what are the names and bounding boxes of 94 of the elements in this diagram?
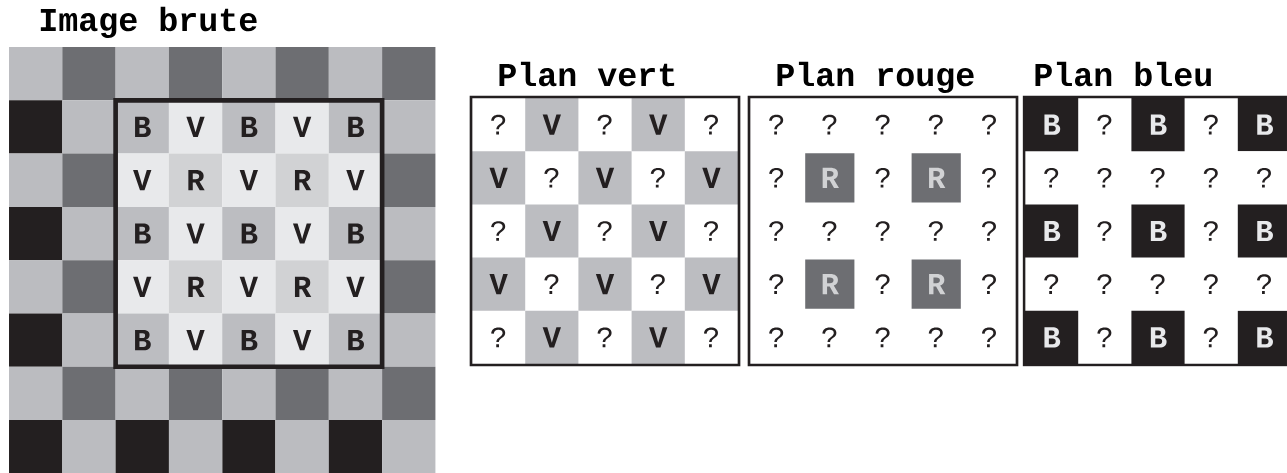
question-mark: ? [769, 274, 784, 294]
grid-cell: B [1237, 98, 1287, 152]
grid-cell: B [1131, 310, 1185, 364]
grid-cell: V [578, 151, 632, 205]
question-mark: ? [703, 327, 718, 348]
grid-cell: B [1025, 204, 1079, 258]
question-mark: ? [544, 167, 559, 188]
grid-cell: V [631, 98, 685, 152]
label: Plan vert [499, 61, 675, 87]
label: Plan rouge [777, 61, 974, 94]
question-mark: ? [769, 114, 784, 135]
question-mark: ? [822, 221, 837, 241]
grid-cell: B [1131, 204, 1185, 258]
question-mark: ? [1097, 327, 1112, 348]
question-mark: ? [1150, 274, 1165, 294]
question-mark: ? [769, 327, 784, 348]
question-mark: ? [928, 327, 943, 348]
question-mark: ? [1203, 274, 1218, 294]
question-mark: ? [981, 274, 996, 294]
grid-cell: V [328, 260, 383, 314]
question-mark: ? [1150, 167, 1165, 188]
question-mark: ? [875, 114, 890, 135]
grid-cell: V [472, 257, 526, 311]
question-mark: ? [1044, 167, 1059, 188]
question-mark: ? [875, 221, 890, 241]
question-mark: ? [1097, 167, 1112, 188]
question-mark: ? [981, 221, 996, 241]
question-mark: ? [1097, 274, 1112, 294]
question-mark: ? [822, 327, 837, 348]
question-mark: ? [703, 221, 718, 241]
question-mark: ? [1256, 167, 1271, 188]
question-mark: ? [1203, 167, 1218, 188]
grid-cell: V [684, 257, 738, 311]
grid-cell: V [684, 151, 738, 205]
grid-cell: V [525, 204, 579, 258]
grid-cell: R [805, 259, 855, 309]
question-mark: ? [928, 114, 943, 135]
grid-cell: R [805, 153, 855, 203]
grid-cell: B [1237, 310, 1287, 364]
question-mark: ? [875, 274, 890, 294]
grid-cell: R [911, 153, 961, 203]
grid-cell: B [222, 313, 276, 367]
question-mark: ? [1203, 327, 1218, 348]
question-mark: ? [597, 327, 612, 348]
label: Plan bleu [1035, 61, 1211, 87]
question-mark: ? [597, 114, 612, 135]
question-mark: ? [650, 167, 665, 188]
grid-cell: R [275, 260, 329, 314]
grid-cell: B [1237, 204, 1287, 258]
question-mark: ? [822, 114, 837, 135]
grid-cell: B [1025, 310, 1079, 364]
grid-cell: V [472, 151, 526, 205]
question-mark: ? [981, 327, 996, 348]
grid-cell: V [168, 313, 223, 367]
question-mark: ? [769, 221, 784, 241]
question-mark: ? [703, 114, 718, 135]
grid-cell: V [115, 260, 169, 314]
grid-cell: V [525, 98, 579, 152]
grid-cell: V [525, 310, 579, 364]
label: Image brute [40, 6, 257, 39]
grid-cell: V [631, 204, 685, 258]
grid-cell: V [222, 153, 276, 207]
grid-cell: B [222, 206, 276, 261]
grid-cell: R [911, 259, 961, 309]
question-mark: ? [875, 167, 890, 188]
grid-cell: V [275, 313, 329, 367]
grid-cell: B [1025, 98, 1079, 152]
grid-cell: B [222, 100, 276, 154]
grid-cell: V [275, 206, 329, 261]
question-mark: ? [1097, 221, 1112, 241]
grid-cell: B [1131, 98, 1185, 152]
question-mark: ? [1044, 274, 1059, 294]
question-mark: ? [597, 221, 612, 241]
grid-cell: R [168, 153, 223, 207]
question-mark: ? [1203, 221, 1218, 241]
grid-cell: R [168, 260, 223, 314]
question-mark: ? [1256, 274, 1271, 294]
question-mark: ? [1203, 114, 1218, 135]
question-mark: ? [491, 221, 506, 241]
question-mark: ? [875, 327, 890, 348]
question-mark: ? [981, 114, 996, 135]
question-mark: ? [769, 167, 784, 188]
question-mark: ? [1097, 114, 1112, 135]
grid-cell: V [222, 260, 276, 314]
grid-cell: R [275, 153, 329, 207]
question-mark: ? [650, 274, 665, 294]
grid-cell: V [168, 206, 223, 261]
grid-cell: V [631, 310, 685, 364]
question-mark: ? [928, 221, 943, 241]
question-mark: ? [981, 167, 996, 188]
grid-cell: V [578, 257, 632, 311]
question-mark: ? [544, 274, 559, 294]
question-mark: ? [491, 327, 506, 348]
question-mark: ? [491, 114, 506, 135]
